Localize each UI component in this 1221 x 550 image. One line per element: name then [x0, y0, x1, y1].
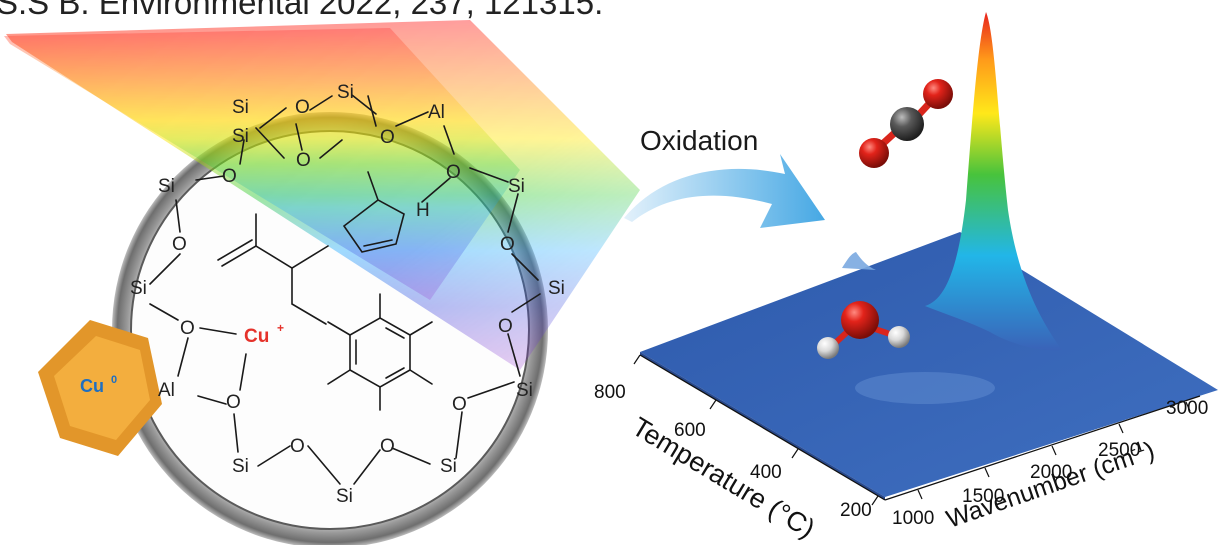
atom-o: O: [500, 234, 515, 255]
atom-al: Al: [158, 380, 175, 401]
atom-o: O: [452, 394, 467, 415]
atom-o: O: [295, 97, 310, 118]
hydrogen-atom: [817, 337, 839, 359]
atom-si: Si: [516, 380, 533, 401]
hydrogen-atom: [888, 326, 910, 348]
y-tick-label: 600: [674, 420, 706, 441]
oxidation-arrow: [624, 154, 825, 228]
adsorbed-molecules: [217, 171, 433, 411]
carbon-atom: [890, 107, 924, 141]
surface-plot: 800 600 400 200 1000 1500 2000 2500 3000…: [594, 12, 1218, 544]
atom-al: Al: [428, 102, 445, 123]
atom-si: Si: [130, 278, 147, 299]
atom-o: O: [290, 436, 305, 457]
atom-o: O: [446, 162, 461, 183]
cu-plus-label: Cu: [244, 326, 269, 347]
x-tick-label: 2500: [1098, 440, 1140, 461]
y-tick-label: 200: [840, 500, 872, 521]
cu-plus-superscript: +: [277, 321, 284, 335]
plot-base-plane: [640, 232, 1218, 497]
x-tick-label: 2000: [1030, 462, 1072, 483]
atom-o: O: [226, 392, 241, 413]
oxygen-atom: [841, 301, 879, 339]
atom-si: Si: [232, 126, 249, 147]
framework-bonds: [149, 94, 541, 485]
cu0-superscript: 0: [111, 374, 117, 386]
atom-si: Si: [548, 278, 565, 299]
atom-si: Si: [508, 176, 525, 197]
y-tick-label: 800: [594, 382, 626, 403]
co2-molecule: [859, 79, 953, 168]
atom-o: O: [172, 234, 187, 255]
atom-si: Si: [158, 176, 175, 197]
atom-si: Si: [336, 486, 353, 507]
atom-o: O: [380, 127, 395, 148]
atom-o: O: [180, 318, 195, 339]
x-tick-label: 1500: [962, 486, 1004, 507]
atom-si: Si: [232, 97, 249, 118]
atom-o: O: [296, 150, 311, 171]
atom-o: O: [498, 316, 513, 337]
h2o-molecule: [817, 301, 910, 359]
x-tick-label: 3000: [1166, 398, 1208, 419]
oxygen-atom: [859, 138, 889, 168]
y-tick-label: 400: [750, 462, 782, 483]
oxygen-atom: [923, 79, 953, 109]
atom-si: Si: [440, 456, 457, 477]
atom-si: Si: [232, 456, 249, 477]
co2-peak: [925, 12, 1062, 351]
atom-o: O: [380, 436, 395, 457]
citation-fragment: S.S B. Environmental 2022, 237, 121315.: [0, 0, 603, 21]
h2o-peak: [842, 252, 876, 270]
cu0-label: Cu: [80, 376, 104, 396]
framework-atoms: Si Si O O Si O Al O Si O H Si O O Si Si …: [130, 82, 565, 507]
cu0-particle: Cu 0: [38, 320, 162, 456]
light-beam: [4, 20, 640, 370]
atom-h: H: [416, 200, 430, 221]
x-tick-label: 1000: [892, 508, 934, 529]
atom-o: O: [222, 166, 237, 187]
atom-si: Si: [337, 82, 354, 103]
oxidation-label: Oxidation: [640, 125, 758, 156]
